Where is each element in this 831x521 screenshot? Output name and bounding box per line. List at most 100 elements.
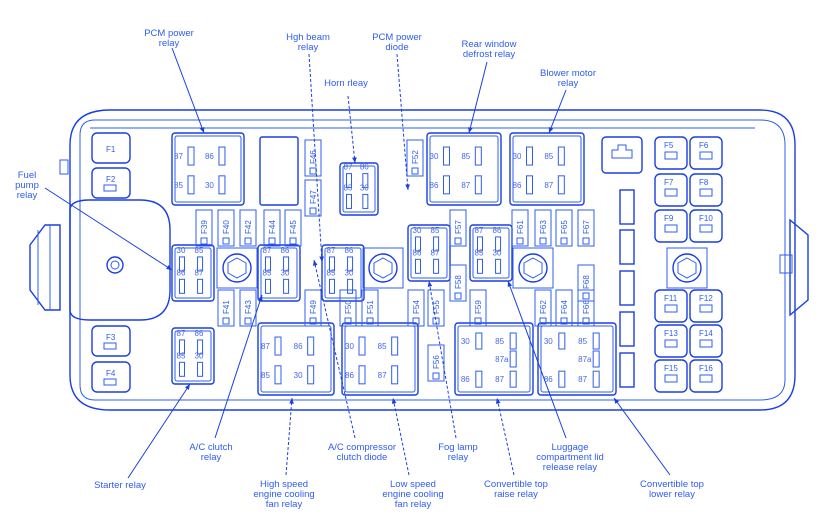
callout-label: defrost relay [463,49,516,60]
callout-label: A/C compressor [328,442,396,453]
mini-fuse-F52: F52 [406,139,424,177]
fuse-label: F62 [539,300,548,314]
pin-label: 30 [345,268,354,277]
pin-label: 30 [360,183,369,192]
pin-label: 86 [544,375,553,384]
pin-label: 30 [195,351,204,360]
fuse-label: F52 [411,150,420,164]
leader-line [313,259,356,439]
pin-label: 87 [461,181,470,190]
maxi-fuse-F2: F2 [91,167,131,199]
pin-label: 86 [493,226,502,235]
pin-label: 86 [281,246,290,255]
arrowhead-icon [427,281,433,287]
pin-label: 87 [431,248,440,257]
arrowhead-icon [468,127,473,133]
pin-label: 30 [205,181,214,190]
arrowhead-icon [495,398,501,404]
fuse-label: F55 [432,300,441,314]
pin-label: 86 [345,246,354,255]
leader-line [613,397,671,476]
mini-fuse-F65: F65 [555,209,573,247]
maxi-fuse-F16: F16 [689,359,723,393]
callout-label: Convertible top [484,479,548,490]
arrowhead-icon [507,281,513,287]
leader-line [428,280,457,439]
leader-line [127,383,191,479]
fuse-label: F56 [432,355,441,369]
fuse-label: F5 [664,141,674,150]
maxi-fuse-F10: F10 [689,209,723,243]
arrowhead-icon [548,127,554,133]
pin-label: 87 [177,329,186,338]
fuse-label: F6 [699,141,709,150]
pin-label: 30 [513,152,522,161]
maxi-fuse-F4: F4 [91,361,131,393]
callout-label: Horn rleay [324,78,368,89]
pin-label: 87a [495,355,509,364]
callout-label: diode [385,42,408,53]
arrowhead-icon [391,398,397,404]
callout-label: Starter relay [94,480,146,491]
maxi-fuse-F3: F3 [91,325,131,357]
leader-line [347,95,356,164]
fuse-label: F63 [539,220,548,234]
pin-label: 87 [261,342,270,351]
pin-label: 87 [378,371,387,380]
callout-label: lower relay [649,489,695,500]
fuse-label: F16 [699,364,713,373]
pin-label: 85 [344,183,353,192]
leader-line [392,397,410,476]
pin-label: 87 [344,163,353,172]
callout-label: raise relay [494,489,538,500]
callout-label: Fuel [18,170,36,181]
pin-label: 85 [495,337,504,346]
fuse-label: F59 [474,300,483,314]
pin-label: 30 [177,246,186,255]
mini-fuse-F67: F67 [577,209,595,247]
maxi-fuse-F1: F1 [91,132,131,164]
callout-label: engine cooling [253,489,314,500]
spare-slots [619,189,635,388]
fuse-label: F42 [244,220,253,234]
mini-fuse-F64: F64 [555,289,573,327]
leader-line [44,187,173,271]
pin-label: 85 [174,181,183,190]
pin-label: 30 [493,248,502,257]
leader-line [171,47,205,134]
maxi-fuse-F11: F11 [654,289,688,323]
callout-label: relay [298,42,319,53]
pin-label: 86 [294,342,303,351]
left-connector [29,224,61,311]
callout-label: Luggage [552,442,589,453]
callout-label: fan relay [395,499,432,510]
callout-label: release relay [543,462,598,473]
leader-line [468,61,488,134]
fuse-label: F43 [244,300,253,314]
pin-label: 85 [177,351,186,360]
leader-line [396,53,409,191]
blank-block [259,136,299,206]
bolt-4 [666,247,708,289]
pin-label: 30 [281,268,290,277]
mini-fuse-F39: F39 [195,209,213,247]
fuse-label: F47 [309,190,318,204]
fuse-label: F40 [222,220,231,234]
pin-label: 85 [195,246,204,255]
fuse-label: F10 [699,214,713,223]
mini-fuse-F43: F43 [239,289,257,327]
pin-label: 87a [578,355,592,364]
pin-label: 30 [430,152,439,161]
fuse-label: F41 [222,300,231,314]
fuse-label: F1 [106,145,116,154]
mini-fuse-F59: F59 [469,289,487,327]
callout-starter-relay: Starter relay [94,383,191,491]
